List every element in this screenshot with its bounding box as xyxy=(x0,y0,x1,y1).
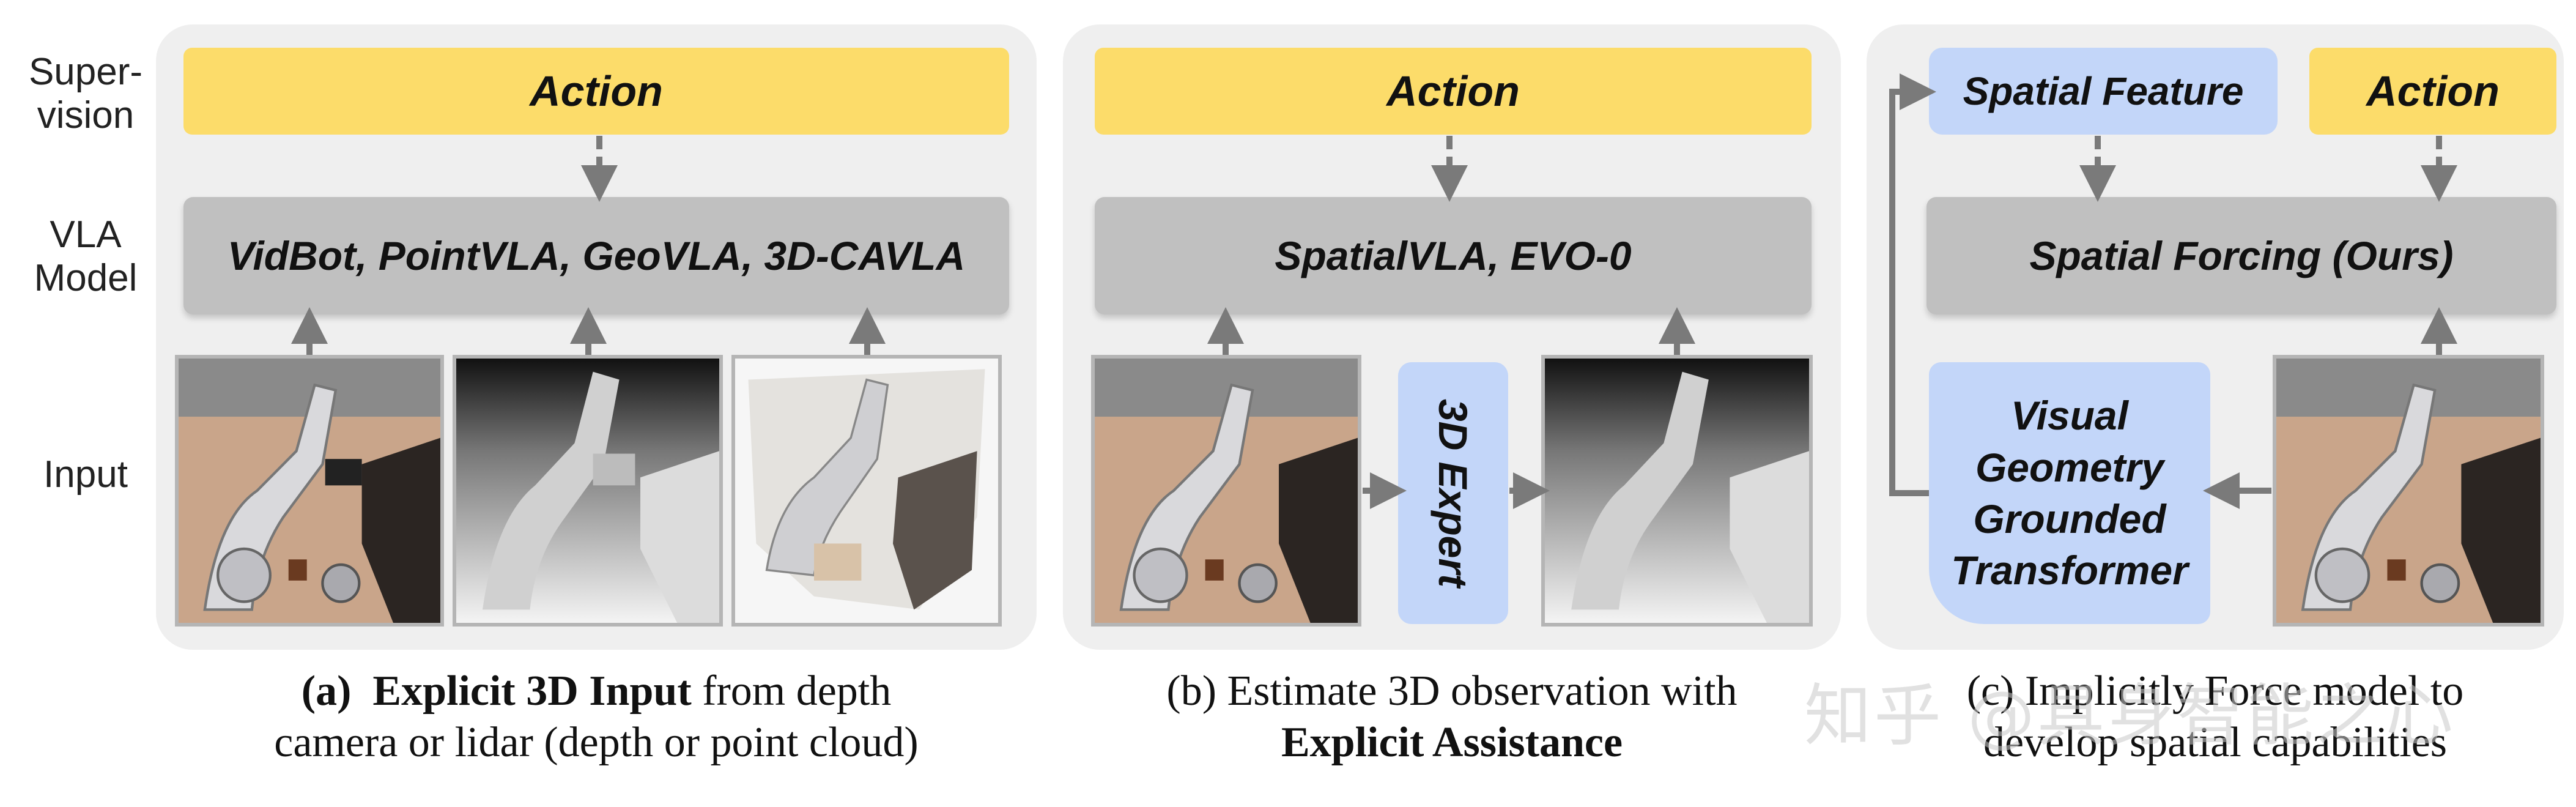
panel-b-model-bar: SpatialVLA, EVO-0 xyxy=(1095,197,1812,314)
panel-a-caption: (a) Explicit 3D Input from depth camera … xyxy=(156,666,1037,768)
panel-c-caption-line-2: develop spatial capabilities xyxy=(1983,719,2448,766)
watermark: 知乎 @具身智能之心 xyxy=(1804,677,2456,755)
panel-c-vggt-box: Visual Geometry Grounded Transformer xyxy=(1929,362,2210,624)
panel-a-model-bar: VidBot, PointVLA, GeoVLA, 3D-CAVLA xyxy=(183,197,1009,314)
panel-c-vggt-line-1: Visual xyxy=(2011,393,2128,439)
panel-b-rgb-image xyxy=(1091,355,1361,627)
panel-c-vggt-line-3: Grounded xyxy=(1973,496,2166,541)
panel-b-depth-image xyxy=(1541,355,1813,627)
row-label-model: VLA Model xyxy=(34,214,138,300)
panel-a-depth-image xyxy=(453,355,723,627)
panel-a-rgb-image xyxy=(175,355,444,627)
panel-c-model-bar: Spatial Forcing (Ours) xyxy=(1926,197,2556,314)
panel-b-caption: (b) Estimate 3D observation with Explici… xyxy=(1063,666,1841,768)
panel-c-action-bar: Action xyxy=(2309,48,2556,135)
panel-a-pointcloud-image xyxy=(731,355,1002,627)
panel-c-vggt-to-feature-arrow xyxy=(1889,73,1936,496)
row-label-input: Input xyxy=(43,453,128,496)
panel-a-action-bar: Action xyxy=(183,48,1009,135)
panel-b-3d-expert-box: 3D Expert xyxy=(1398,362,1508,624)
panel-c-caption: (c) Implicitly Force model to develop sp… xyxy=(1867,666,2564,768)
panel-a-caption-line-2: camera or lidar (depth or point cloud) xyxy=(274,719,919,766)
row-label-supervision: Super- vision xyxy=(28,51,143,137)
panel-b-caption-line-2: Explicit Assistance xyxy=(1063,717,1841,768)
panel-c-rgb-image xyxy=(2273,355,2544,627)
panel-b-caption-line-1: (b) Estimate 3D observation with xyxy=(1166,668,1738,715)
panel-c-spatial-feature-box: Spatial Feature xyxy=(1929,48,2278,135)
panel-c-vggt-line-2: Geometry xyxy=(1975,444,2164,490)
panel-a-caption-rest: from depth xyxy=(691,668,892,715)
panel-a-caption-line-1: (a) Explicit 3D Input from depth xyxy=(156,666,1037,717)
panel-c-vggt-line-4: Transformer xyxy=(1951,548,2188,593)
panel-b-action-bar: Action xyxy=(1095,48,1812,135)
panel-a-caption-prefix: (a) xyxy=(301,668,352,715)
panel-a-caption-bold: Explicit 3D Input xyxy=(372,668,692,715)
panel-b-caption-bold: Explicit Assistance xyxy=(1281,719,1623,766)
panel-c-caption-line-1: (c) Implicitly Force model to xyxy=(1966,668,2464,715)
